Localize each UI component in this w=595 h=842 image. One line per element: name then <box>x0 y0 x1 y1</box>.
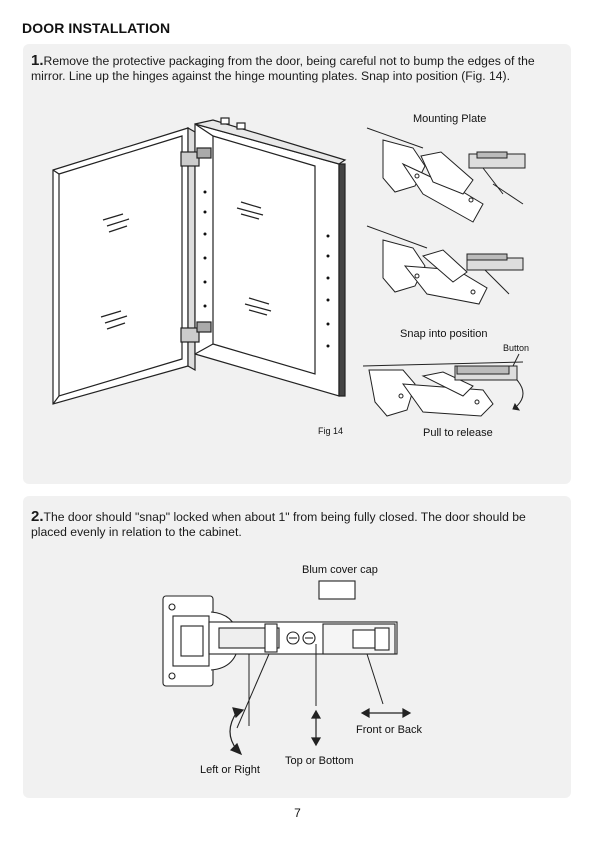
label-mounting-plate: Mounting Plate <box>413 113 486 125</box>
front-back-arrow-icon <box>360 707 412 719</box>
hinge-top-view <box>162 580 398 687</box>
hinge-detail-release <box>362 353 524 417</box>
cabinet-illustration <box>52 117 347 405</box>
label-snap-into-position: Snap into position <box>400 328 487 340</box>
section-title: DOOR INSTALLATION <box>22 20 171 36</box>
left-right-arrow-icon <box>229 707 245 756</box>
label-blum-cover-cap: Blum cover cap <box>302 564 378 576</box>
step-1-panel: 1.Remove the protective packaging from t… <box>23 44 571 484</box>
figure-14: Mounting Plate Snap into position Button… <box>52 113 529 439</box>
figure-caption: Fig 14 <box>318 426 343 436</box>
step-1-number: 1. <box>31 52 44 69</box>
hinge-detail-snap <box>366 225 524 305</box>
step-1-instruction: 1.Remove the protective packaging from t… <box>31 53 563 84</box>
label-pull-to-release: Pull to release <box>423 427 493 439</box>
step-2-number: 2. <box>31 508 44 525</box>
label-button: Button <box>503 343 529 353</box>
label-top-or-bottom: Top or Bottom <box>285 755 353 767</box>
page-number: 7 <box>294 806 301 820</box>
step-2-instruction: 2.The door should "snap" locked when abo… <box>31 509 563 540</box>
hinge-adjustment-figure: Blum cover cap Front or Back Top or Bott… <box>162 564 423 776</box>
step-1-text: Remove the protective packaging from the… <box>31 54 535 83</box>
hinge-detail-mounting <box>366 127 526 223</box>
step-2-text: The door should "snap" locked when about… <box>31 510 526 539</box>
label-left-or-right: Left or Right <box>200 764 260 776</box>
shelf-pin-holes <box>203 190 330 348</box>
top-bottom-arrow-icon <box>310 709 322 747</box>
label-front-or-back: Front or Back <box>356 724 423 736</box>
step-2-panel: 2.The door should "snap" locked when abo… <box>23 496 571 798</box>
leader-lines <box>236 644 384 729</box>
